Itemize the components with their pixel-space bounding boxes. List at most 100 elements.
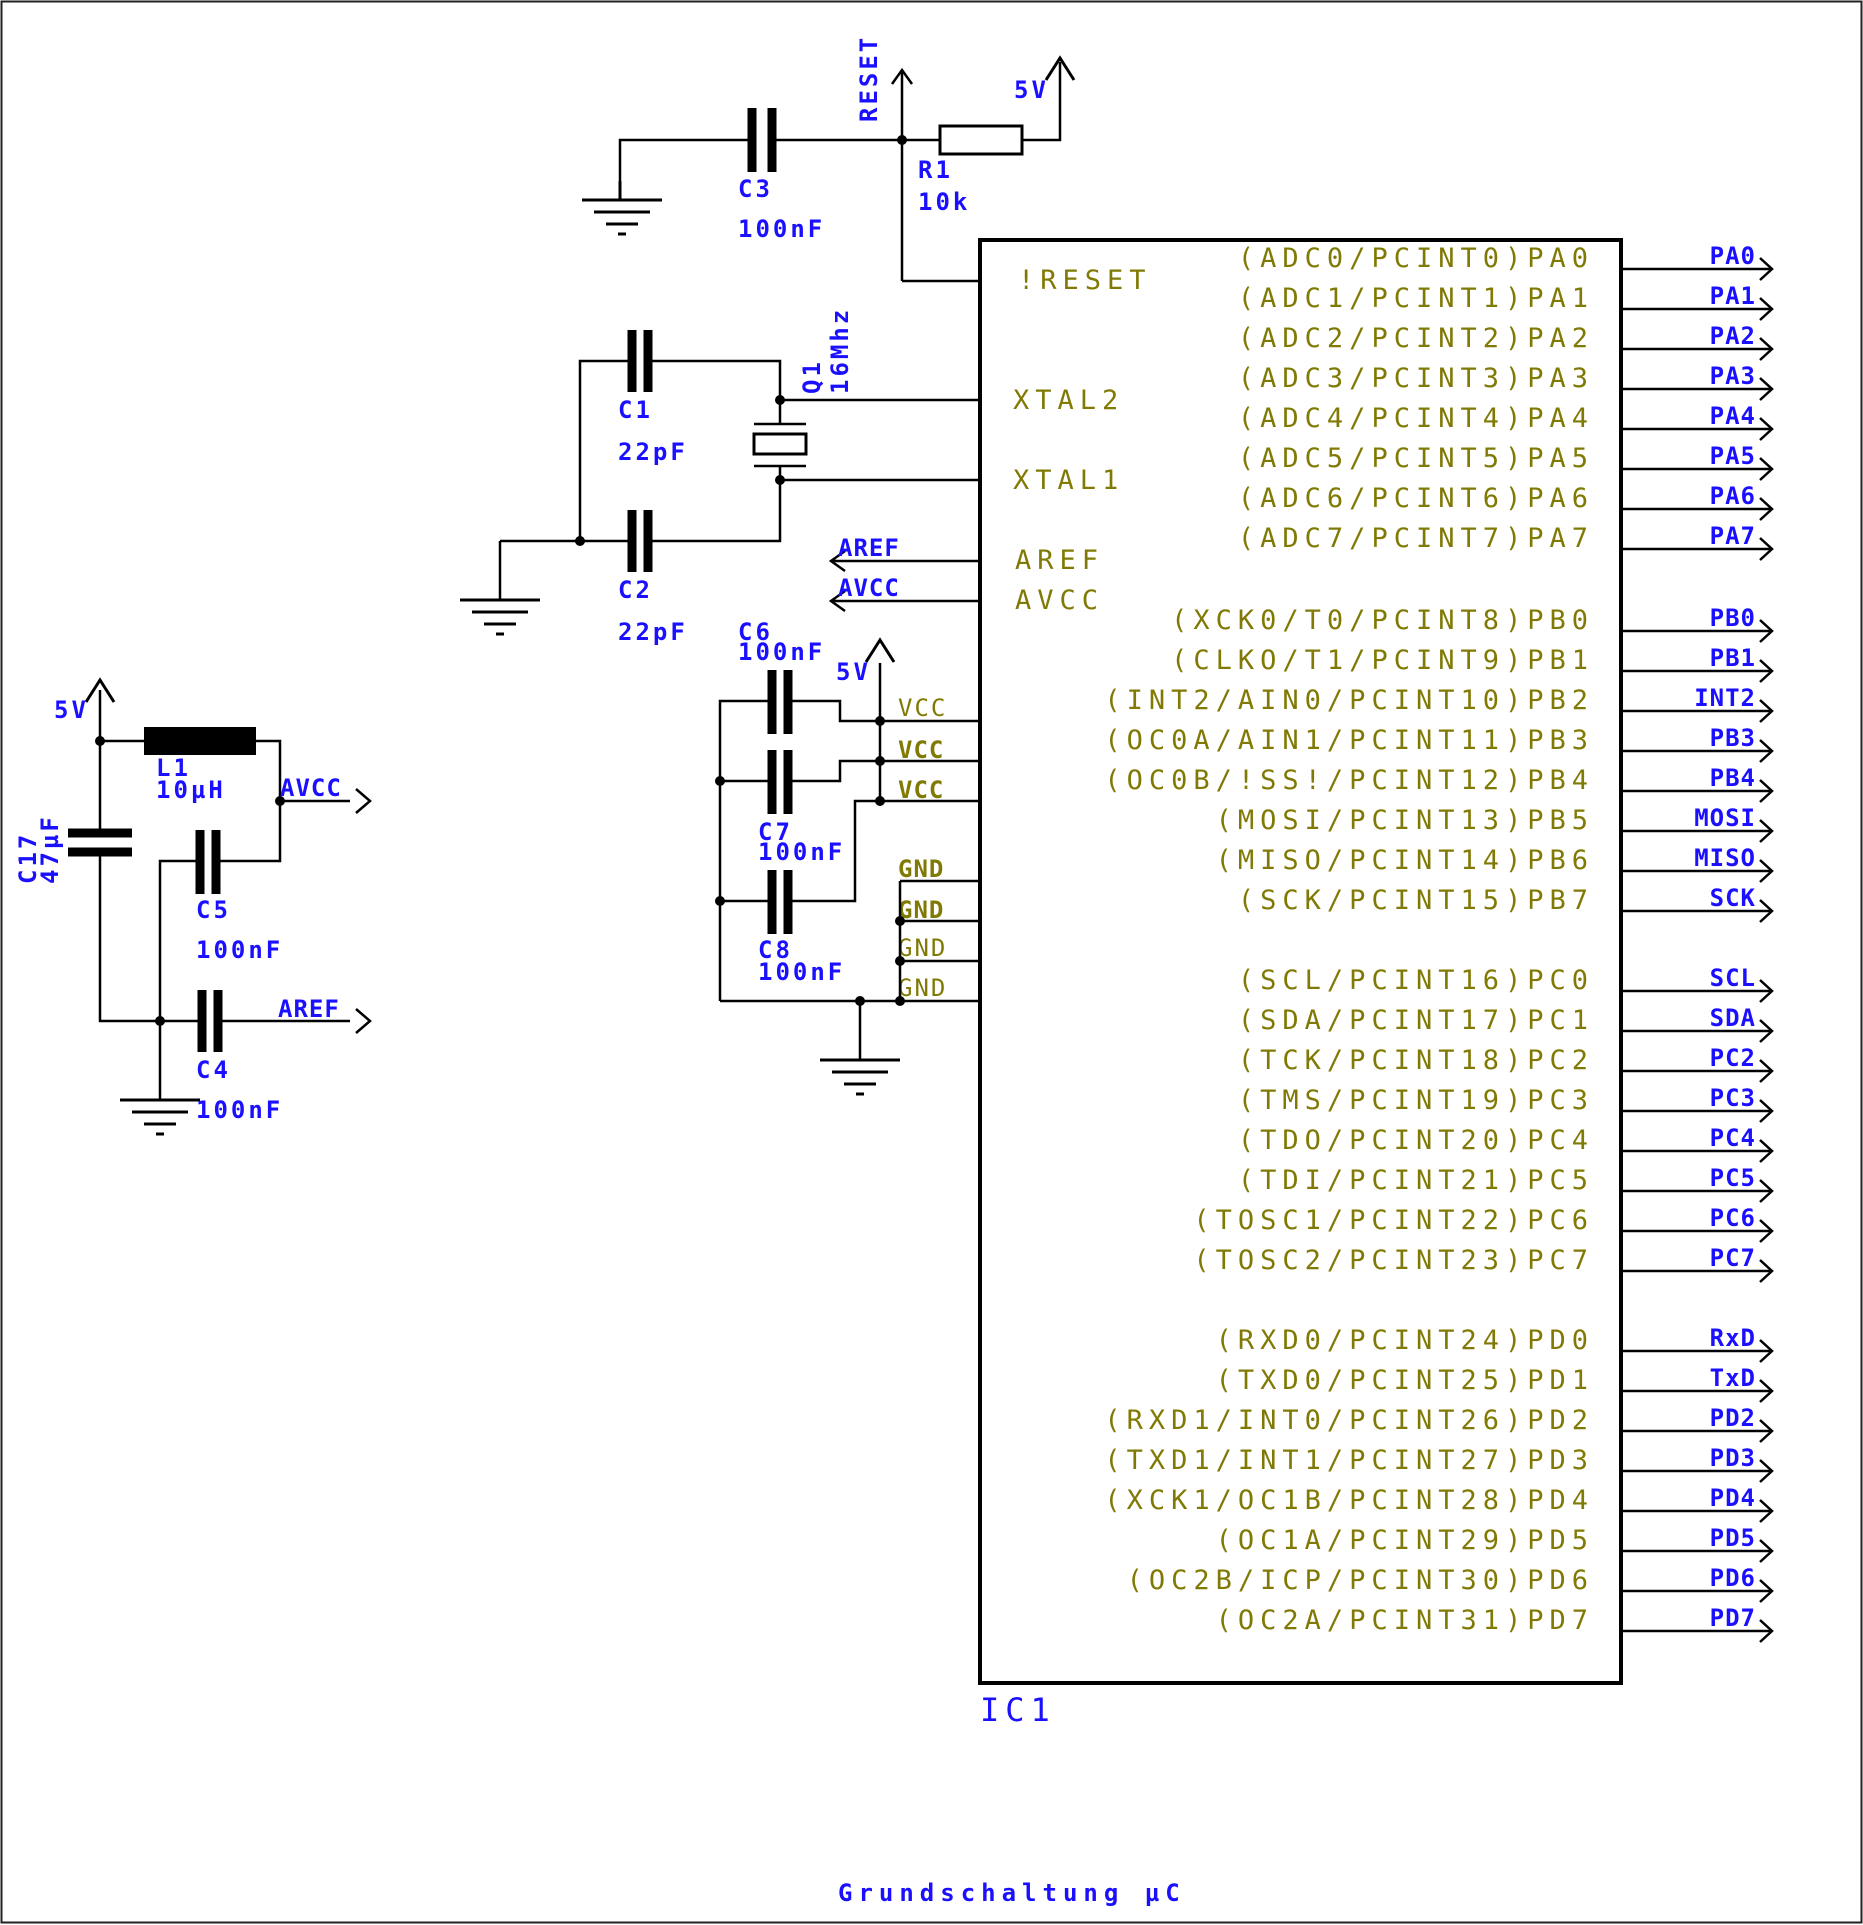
l1-body bbox=[144, 727, 256, 755]
junction-gnd-main bbox=[855, 996, 865, 1006]
port-pin-label: (XCK0/T0/PCINT8)PB0 bbox=[1171, 605, 1594, 636]
port-net-label: PB4 bbox=[1710, 764, 1756, 792]
junction-c8-left bbox=[715, 896, 725, 906]
port-pin-label: (XCK1/OC1B/PCINT28)PD4 bbox=[1104, 1485, 1594, 1516]
wire-vcc-pins bbox=[880, 719, 980, 803]
pin-vcc-3: VCC bbox=[898, 776, 944, 804]
port-arrow-icon bbox=[1759, 739, 1774, 763]
pin-avcc-label: AVCC bbox=[1015, 585, 1104, 616]
wire-c1 bbox=[578, 359, 782, 541]
port-net-label: PD7 bbox=[1710, 1604, 1756, 1632]
q1-value: 16Mhz bbox=[826, 307, 854, 394]
port-pin-label: (ADC4/PCINT4)PA4 bbox=[1238, 403, 1594, 434]
port-net-label: PB0 bbox=[1710, 604, 1756, 632]
c4-name: C4 bbox=[196, 1056, 231, 1084]
junction-gnd-2 bbox=[895, 956, 905, 966]
junction-gnd-1 bbox=[895, 916, 905, 926]
port-arrow-icon bbox=[1759, 1019, 1774, 1043]
port-pin-label: (CLKO/T1/PCINT9)PB1 bbox=[1171, 645, 1594, 676]
l1-name: L1 bbox=[156, 754, 191, 782]
aref-arrow-left bbox=[828, 549, 846, 573]
ground-left bbox=[120, 1098, 200, 1136]
port-arrow-icon bbox=[1759, 417, 1774, 441]
port-net-label: PA6 bbox=[1710, 482, 1756, 510]
port-pin-label: (TCK/PCINT18)PC2 bbox=[1238, 1045, 1594, 1076]
aref-arrow-right bbox=[355, 1008, 372, 1034]
c5-plates bbox=[195, 830, 221, 894]
wire-c5 bbox=[158, 859, 198, 1021]
c7-plates bbox=[767, 750, 793, 814]
c3-name: C3 bbox=[738, 175, 773, 203]
sheet-title: Grundschaltung µC bbox=[838, 1879, 1186, 1907]
port-arrow-icon bbox=[1759, 1259, 1774, 1283]
c3-value: 100nF bbox=[738, 215, 825, 243]
ground-c3 bbox=[582, 181, 662, 236]
r1-body bbox=[938, 124, 1024, 156]
port-arrow-icon bbox=[1759, 1339, 1774, 1363]
c4-plates bbox=[197, 990, 223, 1052]
wire-c17 bbox=[98, 741, 200, 1023]
port-arrow-icon bbox=[1759, 619, 1774, 643]
junction-vcc-1 bbox=[875, 716, 885, 726]
port-net-label: PA5 bbox=[1710, 442, 1756, 470]
avcc-arrow-left bbox=[828, 589, 846, 613]
port-net-label: MOSI bbox=[1694, 804, 1756, 832]
junction-vcc-2 bbox=[875, 756, 885, 766]
port-arrow-icon bbox=[1759, 1059, 1774, 1083]
port-arrow-icon bbox=[1759, 659, 1774, 683]
port-arrow-icon bbox=[1759, 1459, 1774, 1483]
port-arrow-icon bbox=[1759, 297, 1774, 321]
port-net-label: PA4 bbox=[1710, 402, 1756, 430]
port-pin-label: (OC0A/AIN1/PCINT11)PB3 bbox=[1104, 725, 1594, 756]
port-net-label: PC4 bbox=[1710, 1124, 1756, 1152]
port-pin-label: (ADC2/PCINT2)PA2 bbox=[1238, 323, 1594, 354]
c2-plates bbox=[627, 510, 653, 572]
pin-gnd-1: GND bbox=[898, 855, 944, 883]
port-pin-label: (TXD0/PCINT25)PD1 bbox=[1216, 1365, 1594, 1396]
port-pin-label: (ADC3/PCINT3)PA3 bbox=[1238, 363, 1594, 394]
port-net-label: PC2 bbox=[1710, 1044, 1756, 1072]
wire-reset-node bbox=[774, 72, 940, 281]
ground-decoupling bbox=[820, 1058, 900, 1096]
port-pin-label: (OC0B/!SS!/PCINT12)PB4 bbox=[1104, 765, 1594, 796]
port-arrow-icon bbox=[1759, 779, 1774, 803]
port-pin-label: (TOSC1/PCINT22)PC6 bbox=[1193, 1205, 1594, 1236]
net-5v-top: 5V bbox=[1014, 76, 1049, 104]
port-pin-label: (MOSI/PCINT13)PB5 bbox=[1216, 805, 1594, 836]
pin-xtal2-label: XTAL2 bbox=[1013, 385, 1124, 416]
port-pin-label: (TXD1/INT1/PCINT27)PD3 bbox=[1104, 1445, 1594, 1476]
net-5v-vcc: 5V bbox=[836, 658, 871, 686]
wire-gnd-pins bbox=[900, 879, 980, 1003]
port-net-label: PB3 bbox=[1710, 724, 1756, 752]
net-avcc-ic: AVCC bbox=[838, 574, 900, 602]
net-aref-ic: AREF bbox=[838, 534, 900, 562]
c1-value: 22pF bbox=[618, 438, 688, 466]
port-net-label: PB1 bbox=[1710, 644, 1756, 672]
port-net-label: PA0 bbox=[1710, 242, 1756, 270]
port-pin-label: (TOSC2/PCINT23)PC7 bbox=[1193, 1245, 1594, 1276]
port-pin-label: (ADC5/PCINT5)PA5 bbox=[1238, 443, 1594, 474]
pin-gnd-3: GND bbox=[898, 934, 947, 962]
c8-plates bbox=[767, 870, 793, 934]
pin-xtal1-label: XTAL1 bbox=[1013, 465, 1124, 496]
r1-name: R1 bbox=[918, 156, 953, 184]
wire-reset-ground bbox=[618, 138, 750, 181]
port-net-label: TxD bbox=[1710, 1364, 1756, 1392]
port-pin-label: (RXD1/INT0/PCINT26)PD2 bbox=[1104, 1405, 1594, 1436]
port-net-label: RxD bbox=[1710, 1324, 1756, 1352]
port-arrow-icon bbox=[1759, 899, 1774, 923]
c17-name: C17 bbox=[14, 832, 42, 884]
port-net-label: PA3 bbox=[1710, 362, 1756, 390]
c17-value: 47µF bbox=[36, 814, 64, 884]
port-net-label: PD3 bbox=[1710, 1444, 1756, 1472]
port-net-label: PD5 bbox=[1710, 1524, 1756, 1552]
pin-gnd-4: GND bbox=[898, 974, 947, 1002]
wire-r1-5v bbox=[1022, 62, 1062, 142]
port-pin-label: (ADC0/PCINT0)PA0 bbox=[1238, 243, 1594, 274]
port-arrow-icon bbox=[1759, 457, 1774, 481]
c6-value: 100nF bbox=[738, 638, 825, 666]
c17-plates bbox=[68, 828, 132, 857]
c6-plates bbox=[767, 670, 793, 734]
